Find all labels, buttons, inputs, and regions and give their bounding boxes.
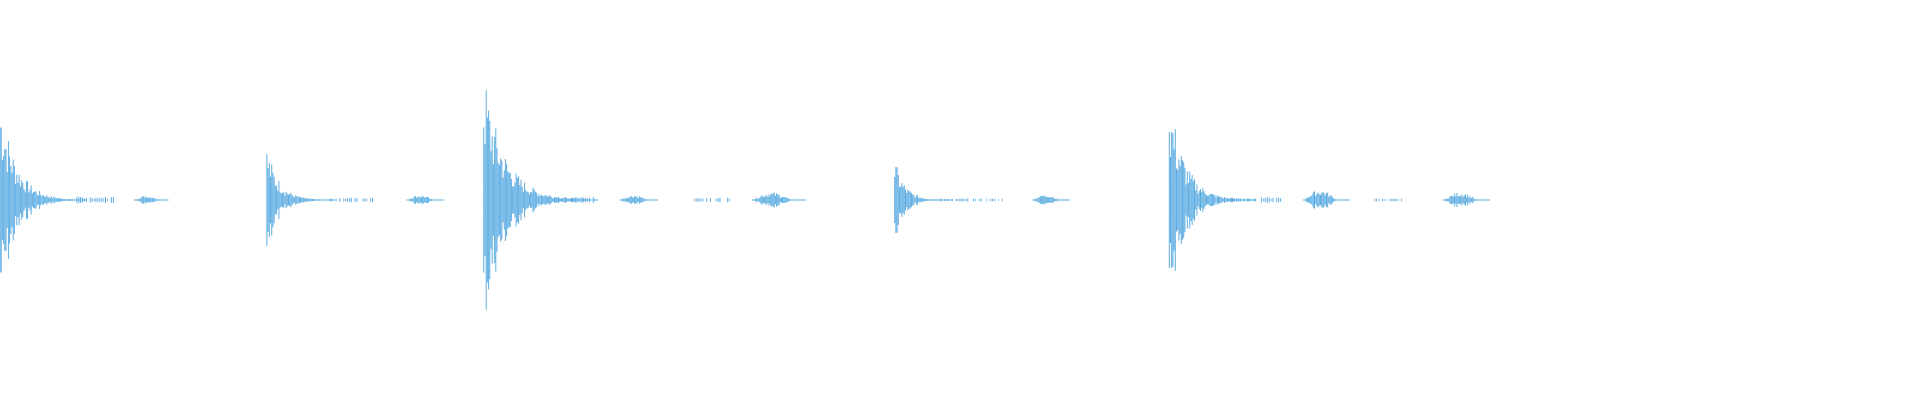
waveform-trace <box>0 90 1490 310</box>
waveform-samples <box>0 90 1490 310</box>
